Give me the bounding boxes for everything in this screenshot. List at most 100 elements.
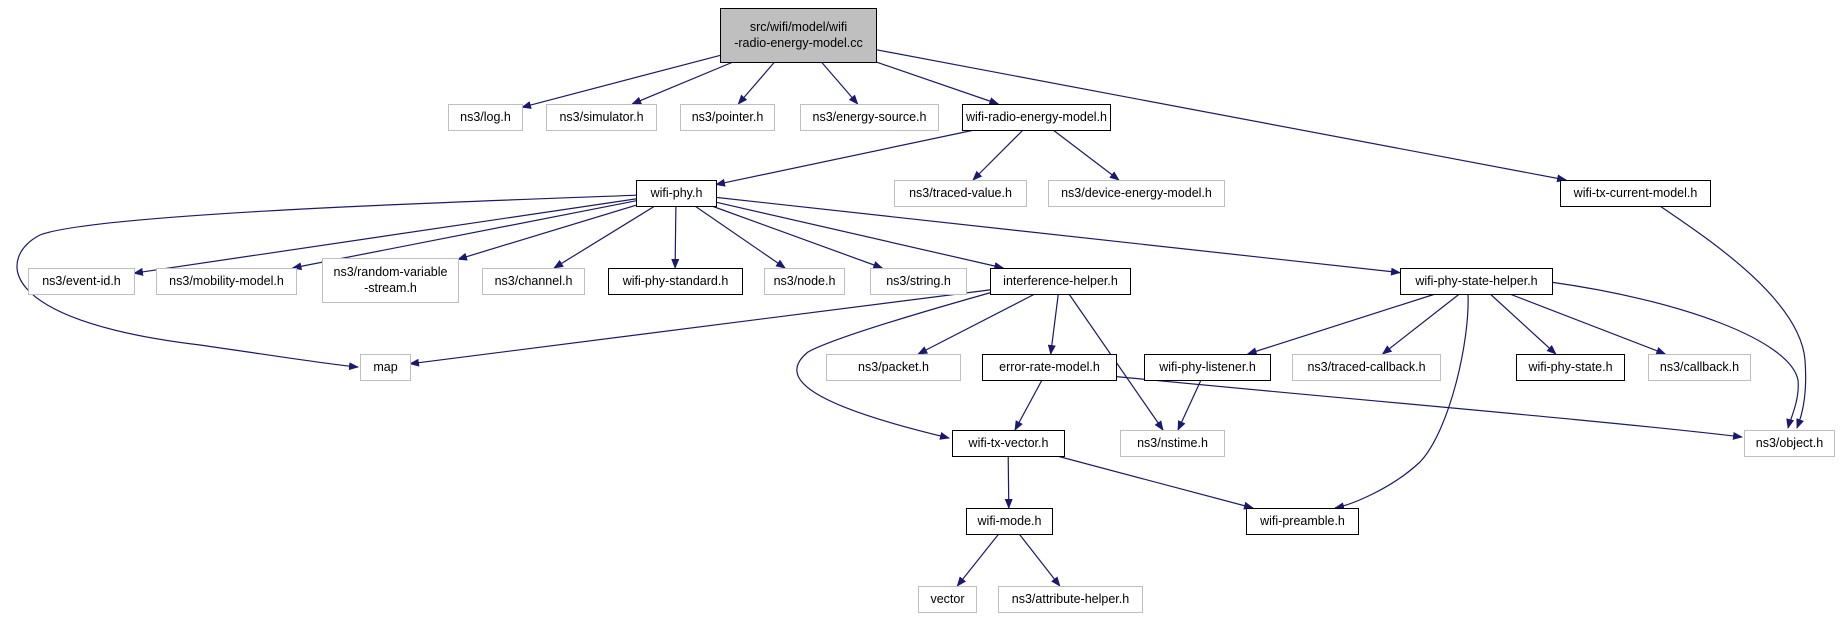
node-wifiphy[interactable]: wifi-phy.h [636, 180, 717, 207]
node-label: ns3/event-id.h [42, 274, 121, 288]
edge-wifiphy-to-statehelper [715, 196, 1401, 276]
node-listener[interactable]: wifi-phy-listener.h [1144, 354, 1271, 381]
node-label: -radio-energy-model.cc [734, 36, 863, 50]
node-map: map [360, 354, 411, 381]
node-box [870, 268, 967, 295]
node-tracedcb: ns3/traced-callback.h [1292, 354, 1441, 381]
node-interf[interactable]: interference-helper.h [990, 268, 1131, 295]
node-label: ns3/device-energy-model.h [1061, 186, 1212, 200]
node-label: error-rate-model.h [999, 360, 1100, 374]
node-preamble[interactable]: wifi-preamble.h [1246, 508, 1359, 535]
node-label: ns3/callback.h [1660, 360, 1739, 374]
node-label: wifi-phy-listener.h [1158, 360, 1256, 374]
node-label: ns3/log.h [460, 110, 511, 124]
node-label: wifi-phy.h [650, 186, 703, 200]
node-box [998, 586, 1143, 613]
node-label: interference-helper.h [1003, 274, 1118, 288]
edge-wifimode-to-attrhelper [1018, 533, 1061, 587]
node-box [482, 268, 585, 295]
node-label: ns3/traced-value.h [909, 186, 1012, 200]
node-box [680, 104, 775, 131]
edge-statehelper-to-preamble [1334, 293, 1469, 511]
edge-root-to-energysource [820, 61, 859, 105]
edge-wifiphy-to-string [711, 205, 884, 269]
node-box [1048, 180, 1225, 207]
edge-wifiphy-to-randvar [457, 204, 637, 261]
node-layer: src/wifi/model/wifi -radio-energy-model.c… [28, 8, 1835, 613]
node-box [1400, 268, 1553, 295]
node-label: ns3/pointer.h [692, 110, 764, 124]
node-box [360, 354, 411, 381]
edge-statehelper-to-tracedcb [1381, 293, 1460, 355]
edge-wifiphy-to-eventid [133, 198, 637, 276]
node-wifimode[interactable]: wifi-mode.h [966, 508, 1053, 535]
node-box [1560, 180, 1711, 207]
node-tracedvalue: ns3/traced-value.h [894, 180, 1027, 207]
node-label: ns3/node.h [774, 274, 836, 288]
node-box [990, 268, 1131, 295]
node-box [764, 268, 845, 295]
node-randvar: ns3/random-variable-stream.h [322, 258, 459, 303]
node-box [1648, 354, 1751, 381]
node-box [156, 268, 297, 295]
node-root[interactable]: src/wifi/model/wifi -radio-energy-model.c… [720, 8, 877, 63]
edge-listener-to-nstime [1177, 379, 1202, 431]
edge-txvector-to-preamble [1056, 455, 1254, 510]
node-label: ns3/object.h [1756, 436, 1823, 450]
node-box [800, 104, 939, 131]
node-box [546, 104, 657, 131]
node-errrate[interactable]: error-rate-model.h [982, 354, 1117, 381]
node-label: src/wifi/model/wifi [750, 20, 847, 34]
edge-root-to-pointer [737, 61, 776, 105]
edge-errrate-to-object [1089, 373, 1743, 440]
node-phystate[interactable]: wifi-phy-state.h [1516, 354, 1625, 381]
node-box [1292, 354, 1441, 381]
node-mobility: ns3/mobility-model.h [156, 268, 297, 295]
edge-txvector-to-wifimode [1004, 455, 1013, 509]
node-packet: ns3/packet.h [826, 354, 961, 381]
edge-wifiphy-to-channel [553, 205, 656, 269]
node-phystd[interactable]: wifi-phy-standard.h [608, 268, 743, 295]
node-callback: ns3/callback.h [1648, 354, 1751, 381]
node-wrem[interactable]: wifi-radio-energy-model.h [962, 104, 1111, 131]
node-energysource: ns3/energy-source.h [800, 104, 939, 131]
edge-statehelper-to-callback [1509, 293, 1667, 355]
node-box [322, 258, 459, 303]
node-box [1516, 354, 1625, 381]
node-node: ns3/node.h [764, 268, 845, 295]
node-box [448, 104, 523, 131]
edge-statehelper-to-phystate [1489, 293, 1557, 355]
node-txcur[interactable]: wifi-tx-current-model.h [1560, 180, 1711, 207]
node-box [1744, 430, 1835, 457]
node-label: ns3/random-variable [334, 265, 448, 279]
edge-interf-to-packet [917, 293, 1036, 355]
edge-statehelper-to-object [1549, 281, 1799, 429]
node-label: ns3/channel.h [495, 274, 573, 288]
node-label: wifi-radio-energy-model.h [965, 110, 1107, 124]
node-box [1246, 508, 1359, 535]
node-string: ns3/string.h [870, 268, 967, 295]
edge-wifiphy-to-interf [715, 201, 1005, 270]
node-box [826, 354, 961, 381]
edge-interf-to-txvector [796, 289, 1001, 440]
node-object: ns3/object.h [1744, 430, 1835, 457]
node-box [608, 268, 743, 295]
node-txvector[interactable]: wifi-tx-vector.h [952, 430, 1065, 457]
node-statehelper[interactable]: wifi-phy-state-helper.h [1400, 268, 1553, 295]
edge-wrem-to-tracedvalue [972, 129, 1024, 181]
node-box [966, 508, 1053, 535]
node-label: wifi-preamble.h [1259, 514, 1345, 528]
node-label: ns3/attribute-helper.h [1012, 592, 1129, 606]
edge-txcur-to-object [1659, 205, 1807, 429]
node-label: wifi-tx-current-model.h [1573, 186, 1698, 200]
edge-root-to-simulator [631, 61, 734, 105]
edge-errrate-to-txvector [1014, 379, 1043, 431]
node-label: ns3/nstime.h [1137, 436, 1208, 450]
node-log: ns3/log.h [448, 104, 523, 131]
node-label: wifi-mode.h [977, 514, 1042, 528]
node-label: ns3/energy-source.h [813, 110, 927, 124]
node-box [720, 8, 877, 63]
node-label: wifi-phy-state-helper.h [1414, 274, 1537, 288]
edge-interf-to-map [409, 289, 991, 367]
edge-wrem-to-wifiphy [715, 129, 975, 187]
